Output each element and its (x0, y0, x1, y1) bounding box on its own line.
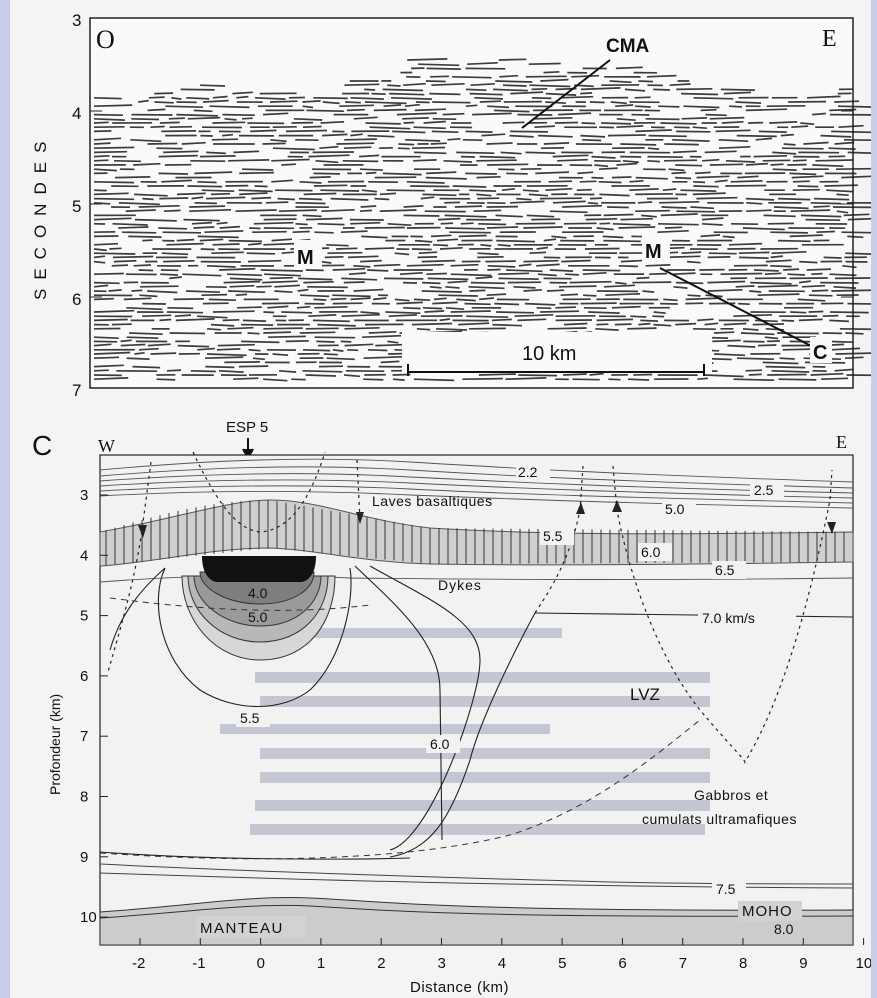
ray-arrowheads (138, 500, 836, 538)
section-x-axis-label: Distance (km) (410, 979, 509, 996)
chamber-melt-lens (202, 556, 316, 582)
figure-page: 3 4 5 6 7 SECONDES O E CMA M M C 10 km C… (10, 0, 871, 998)
seismic-y-tick: 7 (72, 381, 81, 400)
panel-letter-c: C (32, 430, 52, 461)
section-x-tick: 1 (317, 955, 325, 972)
label-gabbros-line1: Gabbros et (694, 787, 768, 803)
c-pointer-line (659, 267, 816, 349)
section-y-axis-label: Profondeur (km) (47, 694, 63, 795)
label-gabbros-line2: cumulats ultramafiques (642, 811, 797, 827)
lava-layer-lines (99, 458, 854, 509)
contour-label-3-0: 3.0 (248, 564, 268, 580)
contour-labels: 2.2 2.5 5.0 5.5 6.0 6.5 7.0 km/s 3.0 4.0… (236, 463, 796, 937)
section-x-tick: 10 (856, 955, 871, 972)
section-x-tick: 0 (257, 955, 265, 972)
section-x-ticks: -2 -1 0 1 2 3 4 5 6 7 8 9 10 (132, 938, 871, 972)
figure-svg: 3 4 5 6 7 SECONDES O E CMA M M C 10 km C… (31, 11, 871, 996)
label-dykes: Dykes (438, 577, 482, 593)
dyke-hatching (105, 500, 845, 566)
contour-label-4-0: 4.0 (248, 585, 268, 601)
section-x-tick: 9 (799, 955, 807, 972)
section-y-tick: 6 (80, 668, 88, 685)
seismic-y-tick: 3 (72, 11, 81, 30)
contour-label-2-2: 2.2 (518, 464, 538, 480)
section-x-tick: -2 (132, 955, 145, 972)
lvz-boundary (99, 719, 701, 860)
section-y-tick: 9 (80, 849, 88, 866)
moho-reflector-label-right: M (645, 241, 662, 263)
scale-bar-label: 10 km (522, 343, 576, 365)
section-y-ticks: 3 4 5 6 7 8 9 10 (80, 487, 108, 926)
contour-label-7-5: 7.5 (716, 881, 736, 897)
seismic-y-tick: 6 (72, 290, 81, 309)
cma-pointer-line (521, 59, 611, 129)
section-x-tick: 4 (498, 955, 506, 972)
section-x-tick: -1 (192, 955, 205, 972)
section-y-tick: 5 (80, 608, 88, 625)
label-manteau: MANTEAU (200, 920, 284, 937)
west-label-w: W (98, 436, 115, 456)
c-label: C (813, 342, 827, 364)
seismic-y-ticks: 3 4 5 6 7 (72, 11, 853, 400)
west-label-o: O (96, 25, 115, 54)
contour-label-7-0: 7.0 km/s (702, 610, 755, 626)
contour-label-6-0-chamber: 6.0 (430, 736, 450, 752)
east-label-e2: E (836, 432, 847, 452)
section-x-tick: 2 (377, 955, 385, 972)
reflection-wiggles (93, 58, 871, 382)
background-page-ghost (220, 628, 710, 835)
section-y-tick: 3 (80, 487, 88, 504)
seismic-panel: 3 4 5 6 7 SECONDES O E CMA M M C 10 km (31, 11, 871, 400)
section-x-tick: 7 (679, 955, 687, 972)
contour-label-8-0: 8.0 (774, 921, 794, 937)
contour-label-5-0-top: 5.0 (665, 501, 685, 517)
contour-label-2-5: 2.5 (754, 482, 774, 498)
section-x-tick: 5 (558, 955, 566, 972)
section-y-tick: 10 (80, 909, 97, 926)
east-label-e: E (822, 26, 837, 52)
label-lvz: LVZ (630, 685, 660, 704)
contour-label-5-5-chamber: 5.5 (240, 710, 260, 726)
contour-label-5-0-chamber: 5.0 (248, 609, 268, 625)
label-laves-basaltiques: Laves basaltiques (372, 493, 493, 509)
moho-reflector-label-left: M (297, 247, 314, 269)
seismic-reflection-texture (93, 58, 871, 382)
esp5-label: ESP 5 (226, 419, 268, 436)
velocity-contours (99, 565, 854, 860)
section-x-tick: 6 (618, 955, 626, 972)
seismic-y-tick: 4 (72, 104, 81, 123)
cma-label: CMA (606, 36, 650, 57)
magma-chamber (181, 556, 336, 661)
contour-label-6-5: 6.5 (715, 562, 735, 578)
contour-label-6-0-top: 6.0 (641, 544, 661, 560)
ray-paths (107, 451, 833, 765)
section-x-tick: 8 (739, 955, 747, 972)
contour-label-5-5-top: 5.5 (543, 528, 563, 544)
seismic-y-axis-label: SECONDES (31, 133, 50, 300)
label-moho: MOHO (742, 903, 793, 920)
section-x-tick: 3 (438, 955, 446, 972)
cross-section-panel: C W E ESP 5 (32, 419, 871, 996)
section-y-tick: 7 (80, 728, 88, 745)
section-y-tick: 8 (80, 789, 88, 806)
seismic-y-tick: 5 (72, 197, 81, 216)
section-y-tick: 4 (80, 547, 88, 564)
